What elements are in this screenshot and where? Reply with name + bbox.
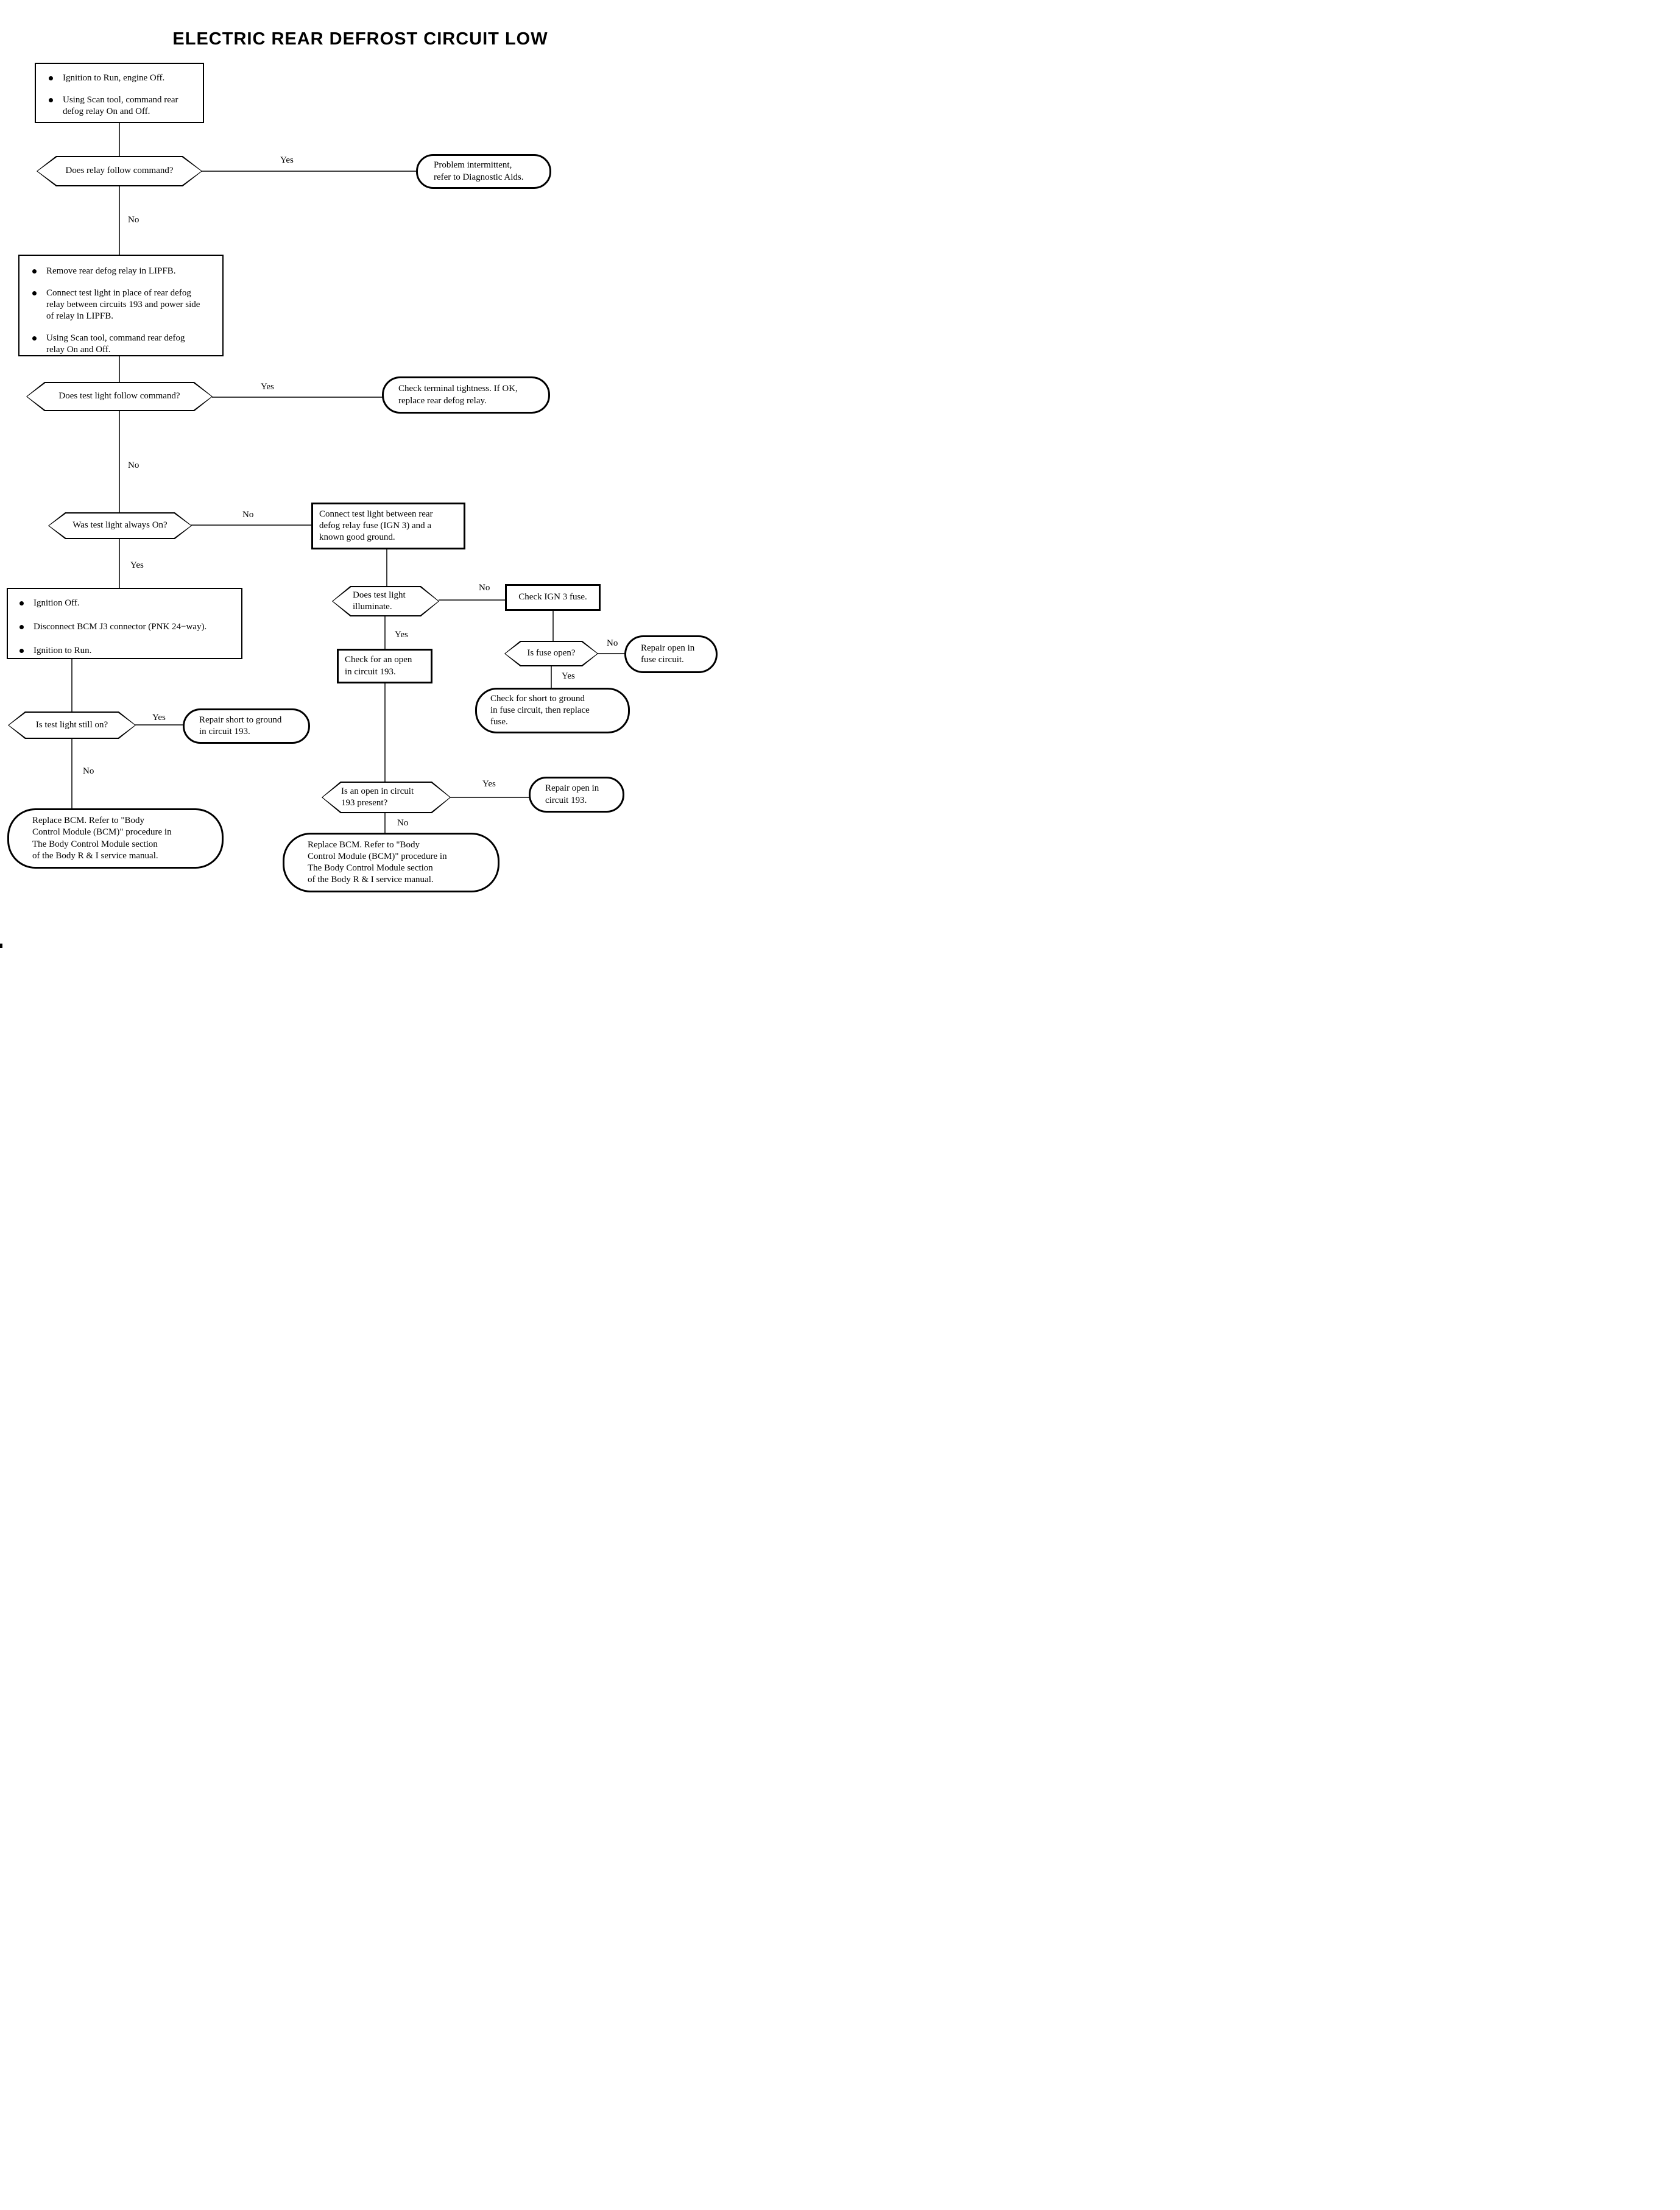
step-check-ign3-fuse: Check IGN 3 fuse.	[505, 584, 601, 611]
scan-artifact-mark	[0, 944, 2, 948]
terminal-repair-open-fuse-circuit: Repair open in fuse circuit.	[624, 635, 718, 673]
decision-test-light-illuminate: Does test light illuminate.	[332, 586, 439, 616]
terminal-problem-intermittent: Problem intermittent, refer to Diagnosti…	[416, 154, 551, 189]
edge-label-no: No	[128, 461, 139, 470]
terminal-replace-bcm-right: Replace BCM. Refer to "Body Control Modu…	[283, 833, 499, 892]
decision-open-circuit-193-present: Is an open in circuit 193 present?	[322, 782, 451, 813]
decision-test-light-follow-command: Does test light follow command?	[26, 382, 213, 411]
step-initial-setup: Ignition to Run, engine Off. Using Scan …	[35, 63, 204, 123]
decision-text: Does relay follow command?	[65, 166, 174, 176]
edge-label-no: No	[479, 583, 490, 593]
decision-text: Does test light illuminate.	[353, 590, 406, 612]
flowchart-page: ELECTRIC REAR DEFROST CIRCUIT LOW Igniti…	[0, 0, 721, 948]
hexagon-fill	[9, 713, 135, 738]
terminal-repair-open-193: Repair open in circuit 193.	[529, 777, 624, 813]
bullet-item: Ignition Off.	[18, 598, 236, 609]
decision-text: Is test light still on?	[35, 719, 108, 730]
decision-text: Was test light always On?	[72, 520, 168, 531]
hexagon-fill	[323, 783, 450, 813]
edge-label-no: No	[242, 510, 254, 520]
decision-test-light-still-on: Is test light still on?	[8, 711, 136, 739]
edge-label-yes: Yes	[261, 382, 274, 392]
edge-label-yes: Yes	[482, 779, 496, 789]
bullet-item: Ignition to Run, engine Off.	[47, 72, 198, 84]
bullet-item: Using Scan tool, command rear defog rela…	[30, 333, 205, 356]
terminal-check-terminal-tightness: Check terminal tightness. If OK, replace…	[382, 376, 550, 414]
bullet-item: Connect test light in place of rear defo…	[30, 288, 205, 322]
step-connect-test-light-fuse: Connect test light between rear defog re…	[311, 503, 465, 549]
terminal-replace-bcm-left: Replace BCM. Refer to "Body Control Modu…	[7, 808, 224, 869]
bullet-item: Ignition to Run.	[18, 645, 236, 657]
page-title: ELECTRIC REAR DEFROST CIRCUIT LOW	[172, 29, 548, 49]
edge-label-yes: Yes	[395, 630, 408, 640]
bullet-item: Disconnect BCM J3 connector (PNK 24−way)…	[18, 621, 236, 633]
decision-test-light-always-on: Was test light always On?	[48, 512, 192, 539]
hexagon-fill	[27, 383, 212, 411]
edge-label-no: No	[397, 818, 409, 828]
edge-label-yes: Yes	[280, 155, 294, 165]
terminal-check-short-fuse-circuit: Check for short to ground in fuse circui…	[475, 688, 630, 733]
bullet-list: Remove rear defog relay in LIPFB. Connec…	[30, 266, 205, 356]
decision-text: Is an open in circuit 193 present?	[341, 786, 414, 808]
edge-label-no: No	[607, 638, 618, 648]
bullet-list: Ignition Off. Disconnect BCM J3 connecto…	[18, 598, 236, 657]
edge-label-no: No	[83, 766, 94, 776]
hexagon-fill	[38, 157, 202, 186]
edge-label-yes: Yes	[130, 560, 144, 570]
decision-text: Does test light follow command?	[58, 391, 180, 401]
edge-label-no: No	[128, 215, 139, 225]
edge-label-yes: Yes	[152, 713, 166, 722]
decision-fuse-open: Is fuse open?	[504, 641, 598, 666]
decision-text: Is fuse open?	[527, 648, 576, 658]
bullet-list: Ignition to Run, engine Off. Using Scan …	[47, 72, 198, 118]
step-test-light-setup: Remove rear defog relay in LIPFB. Connec…	[18, 255, 224, 356]
bullet-item: Using Scan tool, command rear defog rela…	[47, 94, 198, 118]
decision-relay-follow-command: Does relay follow command?	[37, 156, 202, 186]
terminal-repair-short-193: Repair short to ground in circuit 193.	[183, 708, 310, 744]
bullet-item: Remove rear defog relay in LIPFB.	[30, 266, 205, 277]
hexagon-fill	[506, 642, 598, 666]
edge-label-yes: Yes	[562, 671, 575, 681]
hexagon-fill	[333, 587, 439, 616]
hexagon-fill	[49, 514, 191, 538]
step-check-open-circuit-193: Check for an open in circuit 193.	[337, 649, 432, 683]
step-bcm-disconnect: Ignition Off. Disconnect BCM J3 connecto…	[7, 588, 242, 659]
